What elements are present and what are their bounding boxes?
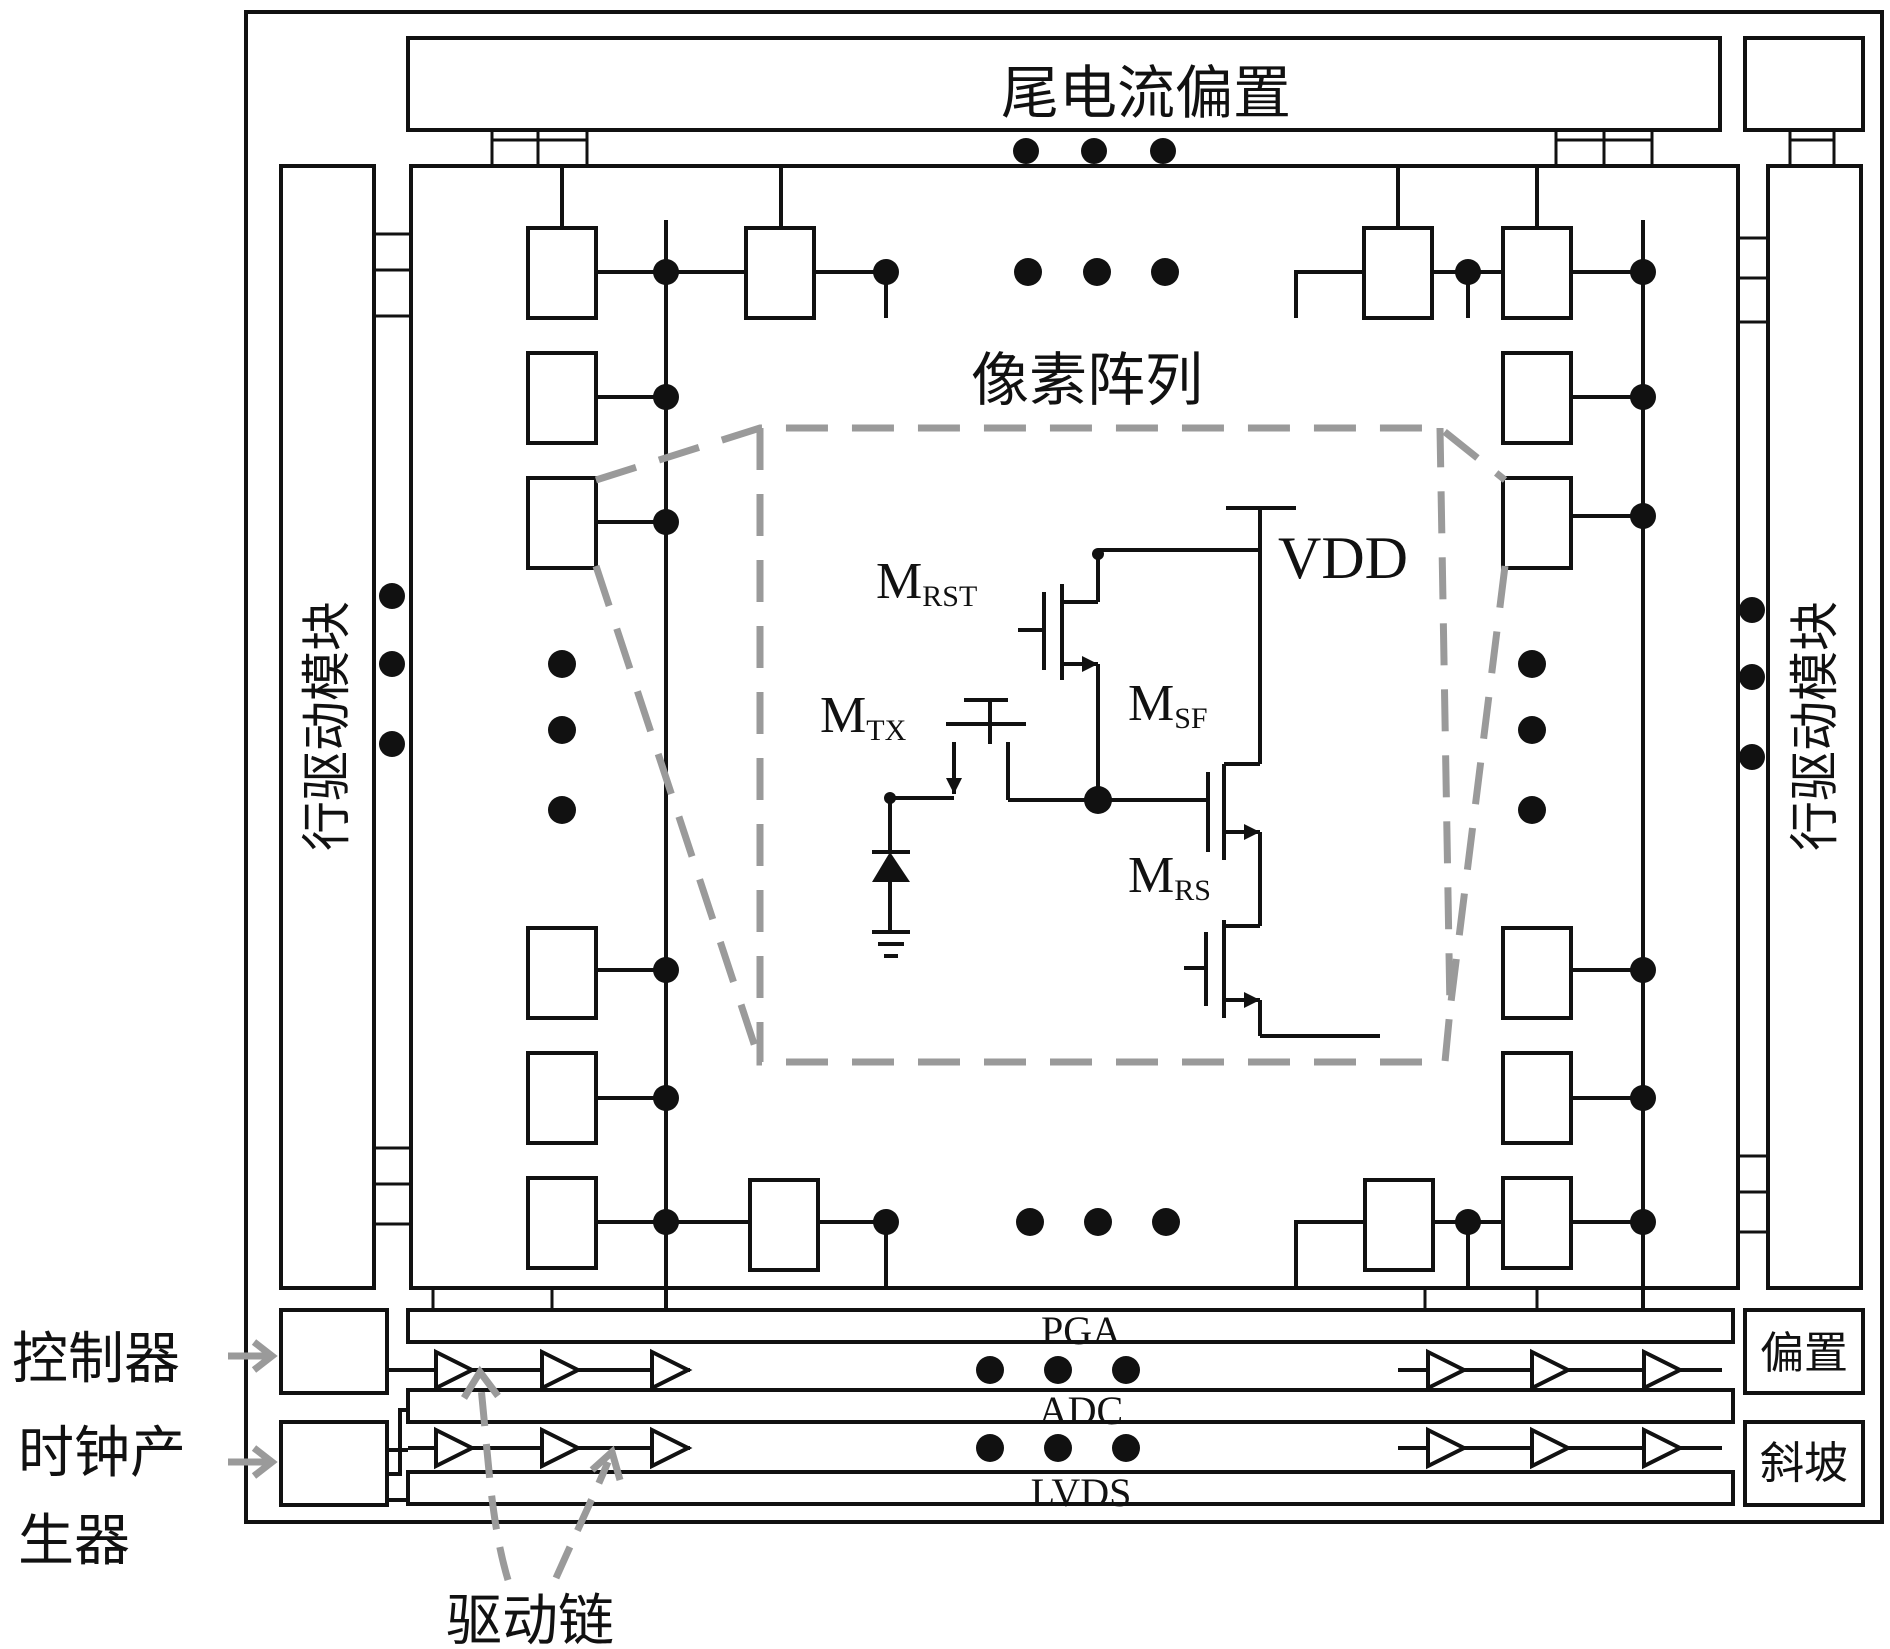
controller-box xyxy=(279,1308,389,1395)
ramp-box xyxy=(1743,1420,1865,1507)
row-driver-right: 行驱动模块 xyxy=(1766,164,1863,1290)
bias-box xyxy=(1743,1308,1865,1395)
clock-gen-label-line2: 生器 xyxy=(18,1509,130,1574)
bias-connectors xyxy=(490,130,1836,166)
tail-current-bias-block: 尾电流偏置 xyxy=(406,36,1722,132)
pga-label: PGA xyxy=(1041,1308,1121,1353)
m-rs-label: MRS xyxy=(1128,847,1211,907)
pga-bar xyxy=(406,1308,1735,1344)
row-driver-connectors xyxy=(374,232,1768,1234)
lvds-bar xyxy=(406,1470,1735,1506)
ellipsis-dots-readout xyxy=(976,1356,1140,1462)
pixel-zoom-callout xyxy=(592,424,1509,1066)
row-driver-right-label: 行驱动模块 xyxy=(1786,601,1844,851)
controller-label: 控制器 xyxy=(12,1327,180,1392)
adc-label: ADC xyxy=(1039,1388,1123,1433)
ellipsis-dots-top xyxy=(1013,138,1176,164)
top-right-block xyxy=(1743,36,1865,132)
row-driver-dots xyxy=(379,583,1765,770)
ellipsis-dots-array xyxy=(548,258,1546,1236)
lvds-label: LVDS xyxy=(1031,1470,1132,1515)
chip-outline xyxy=(244,10,1884,1524)
m-tx-label: MTX xyxy=(820,687,907,747)
pixel-cells xyxy=(526,226,1573,1272)
vdd-label: VDD xyxy=(1278,525,1408,591)
row-driver-left-label: 行驱动模块 xyxy=(298,601,356,851)
clock-gen-box xyxy=(279,1420,389,1507)
array-to-pga-stubs xyxy=(431,1288,1645,1310)
tail-current-bias-label: 尾电流偏置 xyxy=(1001,59,1291,127)
pixel-junction-dots xyxy=(653,259,1656,1235)
readout-chain xyxy=(279,1308,1865,1507)
adc-bar xyxy=(406,1388,1735,1424)
callout-arrows xyxy=(228,1339,624,1582)
pixel-array-label: 像素阵列 xyxy=(971,346,1203,414)
pixel-array-box xyxy=(409,164,1740,1290)
driver-buffers xyxy=(434,1348,1685,1470)
bias-label: 偏置 xyxy=(1760,1328,1848,1379)
m-rst-label: MRST xyxy=(876,553,977,613)
m-sf-label: MSF xyxy=(1128,675,1208,735)
pixel-circuit xyxy=(872,506,1380,1038)
pixel-circuit-fills xyxy=(872,548,1260,1008)
drive-chain-label: 驱动链 xyxy=(446,1589,614,1649)
pixel-wires xyxy=(560,166,1643,1288)
clock-gen-label-line1: 时钟产 xyxy=(18,1421,186,1486)
row-driver-left: 行驱动模块 xyxy=(279,164,376,1290)
ramp-label: 斜坡 xyxy=(1760,1438,1848,1489)
